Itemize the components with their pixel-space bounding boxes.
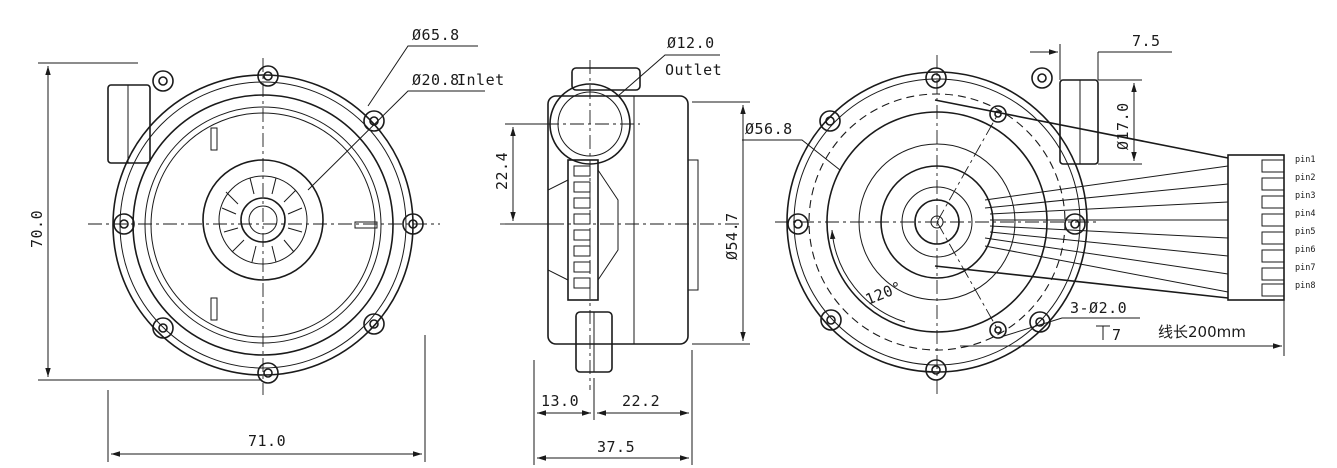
rear-view	[742, 44, 1285, 395]
cable-length-label: 线长200mm	[1158, 323, 1246, 341]
front-outer-diameter-label: Ø65.8	[412, 26, 460, 44]
pin-label: pin2	[1295, 173, 1315, 183]
outlet-offset-label: 7.5	[1132, 32, 1161, 50]
side-depth-left-label: 13.0	[541, 392, 579, 410]
pin-label: pin6	[1295, 245, 1315, 255]
pin-label: pin8	[1295, 281, 1315, 291]
side-total-depth-label: 37.5	[597, 438, 635, 456]
outlet-label: Outlet	[665, 61, 722, 79]
motor-diameter-label: Ø54.7	[723, 212, 741, 260]
mount-holes-label: 3-Ø2.0	[1070, 299, 1127, 317]
angle-label: 120°	[863, 278, 905, 309]
pin-label: pin1	[1295, 155, 1315, 165]
inlet-label: Inlet	[457, 71, 505, 89]
outlet-diameter-label: Ø12.0	[667, 34, 715, 52]
hole-depth-label: 7	[1112, 326, 1122, 344]
side-offset-label: 22.4	[493, 152, 511, 190]
rear-circle-diameter-label: Ø56.8	[745, 120, 793, 138]
inlet-diameter-label: Ø20.8	[412, 71, 460, 89]
pin-label: pin7	[1295, 263, 1315, 273]
outlet-height-label: Ø17.0	[1114, 102, 1132, 150]
front-view	[38, 45, 485, 462]
pin-label: pin3	[1295, 191, 1315, 201]
front-height-label: 70.0	[28, 210, 46, 248]
pin-label: pin4	[1295, 209, 1315, 219]
side-view	[500, 54, 750, 465]
front-width-label: 71.0	[248, 432, 286, 450]
pin-label: pin5	[1295, 227, 1315, 237]
side-depth-right-label: 22.2	[622, 392, 660, 410]
